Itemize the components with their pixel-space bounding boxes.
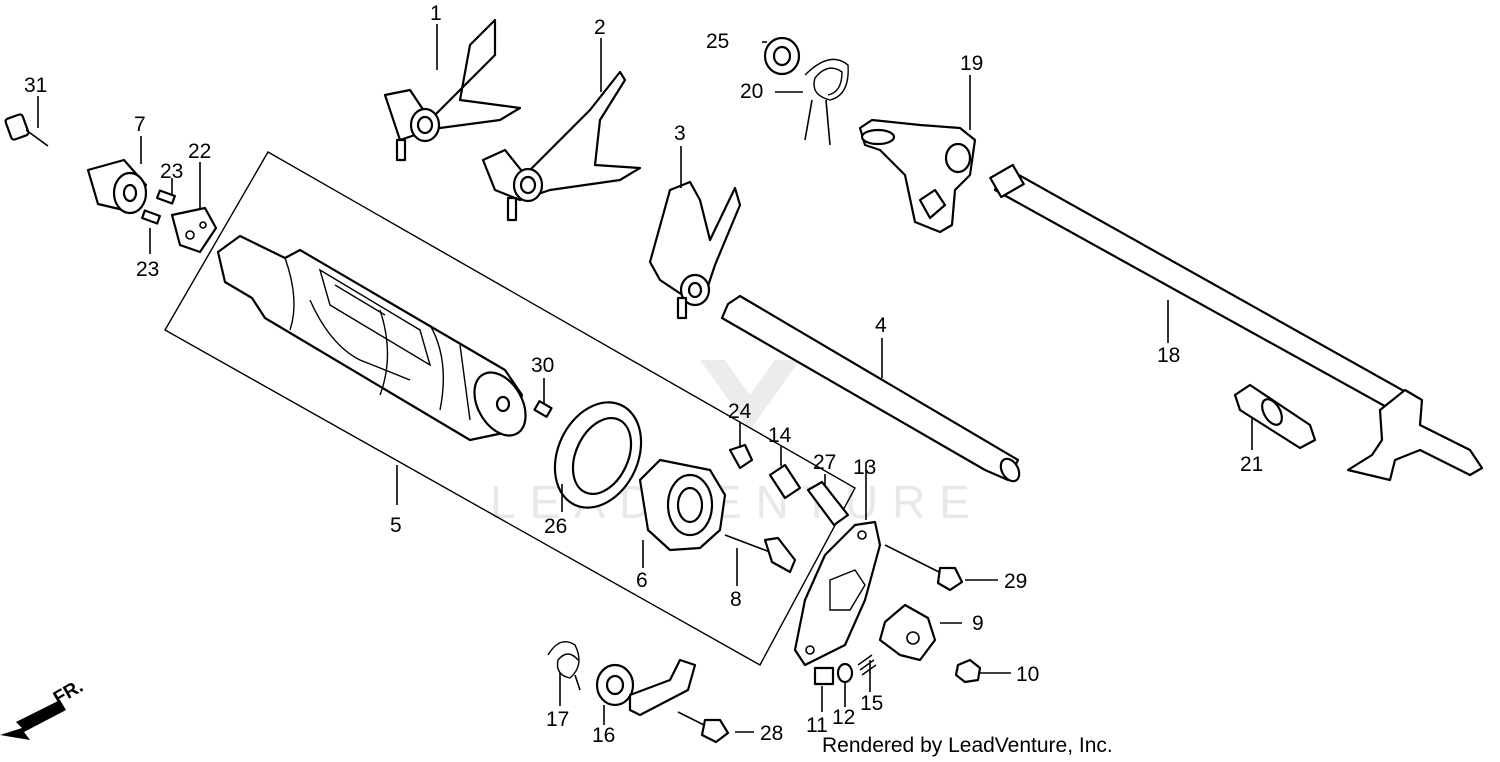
part-25-washer[interactable] — [763, 36, 801, 76]
part-8-bolt[interactable] — [724, 534, 797, 574]
callout-10: 10 — [1016, 663, 1039, 686]
part-17-spring[interactable] — [547, 641, 581, 691]
render-credit: Rendered by LeadVenture, Inc. — [822, 734, 1113, 757]
part-18-shift-spindle[interactable] — [989, 163, 1484, 482]
callout-29: 29 — [1004, 570, 1027, 593]
part-22-plate[interactable] — [170, 206, 218, 254]
callout-7: 7 — [134, 113, 146, 136]
front-direction-arrow: FR. — [0, 676, 87, 740]
callout-6: 6 — [636, 569, 648, 592]
callout-24: 24 — [728, 400, 752, 423]
part-7-cap[interactable] — [86, 158, 148, 215]
callouts: 1 2 3 4 5 6 7 8 9 10 11 12 13 14 15 16 1… — [24, 2, 1263, 747]
part-6-drum-cam[interactable] — [638, 458, 727, 552]
part-3-shift-fork[interactable] — [648, 180, 742, 320]
callout-31: 31 — [24, 74, 47, 97]
callout-20: 20 — [740, 80, 763, 103]
part-21-stopper-stud[interactable] — [1233, 383, 1317, 450]
callout-8: 8 — [730, 588, 742, 611]
callout-16: 16 — [592, 724, 615, 747]
part-30-pin[interactable] — [533, 400, 553, 418]
callout-15: 15 — [860, 692, 883, 715]
part-23-pins[interactable] — [141, 189, 176, 225]
callout-28: 28 — [760, 722, 783, 745]
part-29-bolt[interactable] — [884, 544, 964, 592]
callout-22: 22 — [188, 140, 211, 163]
callout-18: 18 — [1157, 344, 1180, 367]
callout-26: 26 — [544, 515, 567, 538]
callout-13: 13 — [853, 456, 876, 479]
part-11-collar[interactable] — [813, 666, 835, 686]
callout-11: 11 — [806, 714, 828, 737]
callout-2: 2 — [594, 16, 606, 39]
part-16-return-spring[interactable] — [595, 658, 697, 717]
part-27-dowel[interactable] — [806, 480, 850, 527]
part-10-nut[interactable] — [954, 658, 982, 684]
callout-12: 12 — [832, 706, 855, 729]
callout-4: 4 — [875, 314, 887, 337]
part-9-stopper-arm[interactable] — [878, 603, 937, 662]
callout-25: 25 — [706, 30, 729, 53]
drum-assembly-box — [164, 151, 856, 666]
part-5-shift-drum[interactable] — [216, 234, 536, 444]
callout-1: 1 — [430, 2, 442, 25]
part-24-dowel[interactable] — [728, 443, 754, 470]
part-31-bolt[interactable] — [4, 113, 49, 147]
part-20-spring[interactable] — [804, 58, 849, 146]
callout-23-lower: 23 — [136, 258, 159, 281]
part-12-washer[interactable] — [836, 662, 854, 684]
callout-19: 19 — [960, 52, 983, 75]
callout-21: 21 — [1240, 453, 1263, 476]
part-2-shift-fork[interactable] — [481, 70, 642, 222]
callout-14: 14 — [768, 424, 792, 447]
callout-23-upper: 23 — [160, 160, 183, 183]
callout-27: 27 — [813, 451, 836, 474]
callout-5: 5 — [390, 514, 402, 537]
leader-lines — [37, 24, 1253, 733]
part-1-shift-fork[interactable] — [383, 18, 522, 162]
watermark-logo — [700, 360, 800, 430]
part-4-fork-shaft[interactable] — [720, 294, 1023, 484]
part-19-shift-arm[interactable] — [858, 118, 977, 234]
part-13-stopper-plate[interactable] — [793, 520, 882, 667]
callout-30: 30 — [531, 354, 554, 377]
part-26-bearing[interactable] — [539, 388, 658, 522]
callout-3: 3 — [674, 122, 686, 145]
part-14-collar[interactable] — [768, 463, 802, 500]
part-28-bolt[interactable] — [677, 711, 730, 744]
callout-9: 9 — [972, 612, 984, 635]
part-15-spring[interactable] — [857, 654, 877, 676]
callout-17: 17 — [546, 708, 569, 731]
